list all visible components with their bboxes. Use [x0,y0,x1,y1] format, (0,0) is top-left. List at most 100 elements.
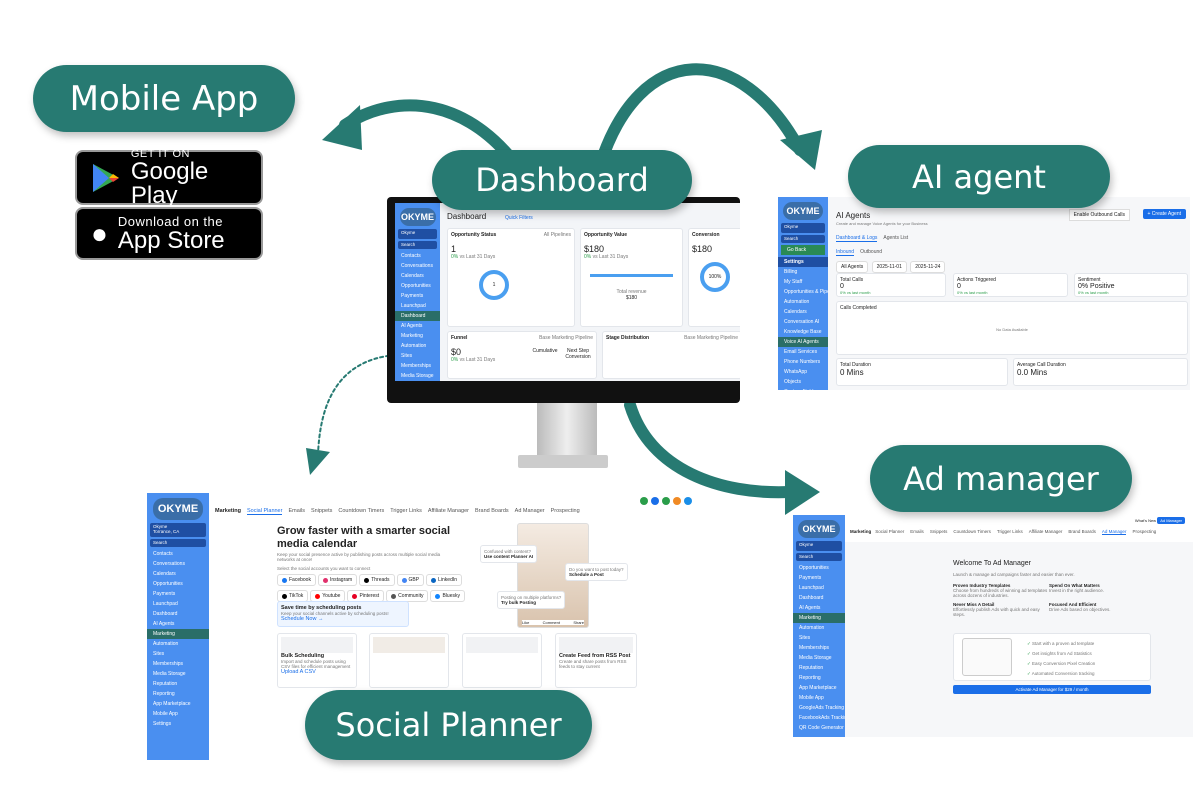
tab-affiliate-manager[interactable]: Affiliate Manager [427,508,470,514]
connect-threads[interactable]: Threads [359,574,395,586]
sidebar-item-reporting[interactable]: Reporting [799,675,821,681]
sidebar-item-mobile-app[interactable]: Mobile App [153,711,178,717]
sidebar-item-memberships[interactable]: Memberships [799,645,830,651]
sidebar-item-reputation[interactable]: Reputation [153,681,178,687]
search-input[interactable]: Search [398,241,437,249]
pipeline-filter[interactable]: All Pipelines [543,232,571,238]
sidebar-item-payments[interactable]: Payments [153,591,176,597]
help-icon[interactable] [684,497,692,505]
tab-dashboard-logs[interactable]: Dashboard & Logs [836,235,878,242]
tab-emails[interactable]: Emails [288,508,305,514]
activate-ad-manager-button[interactable]: Activate Ad Manager for $29 / month [953,685,1151,694]
sidebar-item-conversation-ai[interactable]: Conversation AI [784,319,820,325]
sidebar-item-opportunities[interactable]: Opportunities [401,283,431,289]
tab-outbound[interactable]: Outbound [860,249,883,255]
quick-filters[interactable]: Quick Filters [505,215,533,221]
sidebar-item-email-services[interactable]: Email Services [784,349,818,355]
tab-agents-list[interactable]: Agents List [883,235,909,241]
sidebar-item-dashboard[interactable]: Dashboard [153,611,178,617]
date-to[interactable]: 2025-11-24 [910,261,946,273]
sidebar-item-opportunities[interactable]: Opportunities [799,565,829,571]
sidebar-item-reporting[interactable]: Reporting [153,691,175,697]
sidebar-item-marketing[interactable]: Marketing [147,629,209,639]
account-switcher[interactable]: Okyme [398,229,437,239]
schedule-now-link[interactable]: Schedule Now → [281,616,324,622]
enable-outbound-button[interactable]: Enable Outbound Calls [1068,209,1130,221]
agent-filter[interactable]: All Agents [836,261,869,273]
tab-trigger-links[interactable]: Trigger Links [996,529,1023,534]
date-from[interactable]: 2025-11-01 [871,261,907,273]
tab-ad-manager[interactable]: Ad Manager [1101,529,1127,535]
sidebar-item-automation[interactable]: Automation [799,625,825,631]
tab-countdown-timers[interactable]: Countdown Timers [338,508,385,514]
sidebar-item-my-staff[interactable]: My Staff [784,279,803,285]
sidebar-item-automation[interactable]: Automation [784,299,810,305]
connect-instagram[interactable]: Instagram [317,574,358,586]
tab-social-planner[interactable]: Social Planner [246,508,283,515]
sidebar-item-objects[interactable]: Objects [784,379,801,385]
sidebar-item-whatsapp[interactable]: WhatsApp [784,369,808,375]
sidebar-item-opportunities[interactable]: Opportunities [153,581,183,587]
connect-bluesky[interactable]: Bluesky [430,590,465,602]
callout-bulk[interactable]: Posting on multiple platforms?Try bulk P… [497,591,566,609]
sidebar-item-dashboard[interactable]: Dashboard [799,595,824,601]
sidebar-item-googleads-tracking[interactable]: GoogleAds Tracking [799,705,845,711]
sidebar-item-marketing[interactable]: Marketing [401,333,423,339]
tab-affiliate-manager[interactable]: Affiliate Manager [1028,529,1063,534]
sidebar-item-payments[interactable]: Payments [799,575,822,581]
tab-social-planner[interactable]: Social Planner [875,529,905,534]
callout-schedule[interactable]: Do you want to post today?Schedule a Pos… [565,563,628,581]
sidebar-item-ai-agents[interactable]: AI Agents [401,323,423,329]
sidebar-item-settings[interactable]: Settings [153,721,172,727]
upload-csv-link[interactable]: Upload A CSV [281,669,316,675]
sidebar-item-launchpad[interactable]: Launchpad [401,303,426,309]
sidebar-item-ai-agents[interactable]: AI Agents [153,621,175,627]
connect-gbp[interactable]: GBP [396,574,425,586]
go-back-button[interactable]: Go Back [781,245,825,255]
sidebar-item-voice-ai-agents[interactable]: Voice AI Agents [778,337,828,347]
sidebar-item-calendars[interactable]: Calendars [153,571,176,577]
edit-icon[interactable] [651,497,659,505]
sidebar-item-payments[interactable]: Payments [401,293,424,299]
sidebar-item-facebookads-tracking[interactable]: FacebookAds Tracking [799,715,845,721]
sidebar-item-calendars[interactable]: Calendars [784,309,807,315]
tab-countdown-timers[interactable]: Countdown Timers [953,529,991,534]
sidebar-item-ai-agents[interactable]: AI Agents [799,605,821,611]
tab-brand-boards[interactable]: Brand Boards [475,508,509,514]
sidebar-item-qr-code-generator-settings[interactable]: QR Code Generator Settings [799,725,845,731]
sidebar-item-billing[interactable]: Billing [784,269,798,275]
sidebar-item-memberships[interactable]: Memberships [153,661,184,667]
sidebar-item-custom-fields[interactable]: Custom Fields [778,387,828,390]
tab-trigger-links[interactable]: Trigger Links [390,508,422,514]
ad-manager-button[interactable]: Ad Manager [1157,517,1185,524]
sidebar-item-automation[interactable]: Automation [153,641,179,647]
tab-snippets[interactable]: Snippets [929,529,948,534]
sidebar-item-media-storage[interactable]: Media Storage [799,655,832,661]
connect-linkedin[interactable]: LinkedIn [426,574,463,586]
create-agent-button[interactable]: + Create Agent [1142,209,1186,219]
tab-ad-manager[interactable]: Ad Manager [514,508,545,514]
sidebar-item-launchpad[interactable]: Launchpad [153,601,178,607]
tab-brand-boards[interactable]: Brand Boards [1068,529,1096,534]
sidebar-item-app-marketplace[interactable]: App Marketplace [799,685,837,691]
sidebar-item-conversations[interactable]: Conversations [401,263,433,269]
sidebar-item-contacts[interactable]: Contacts [401,253,421,259]
tab-inbound[interactable]: Inbound [836,249,855,256]
sidebar-item-media-storage[interactable]: Media Storage [153,671,186,677]
sidebar-item-phone-numbers[interactable]: Phone Numbers [784,359,821,365]
sidebar-item-launchpad[interactable]: Launchpad [799,585,824,591]
sidebar-item-conversations[interactable]: Conversations [153,561,185,567]
sidebar-item-mobile-app[interactable]: Mobile App [799,695,824,701]
sidebar-item-knowledge-base[interactable]: Knowledge Base [784,329,822,335]
bell-icon[interactable] [673,497,681,505]
tab-snippets[interactable]: Snippets [310,508,333,514]
tab-emails[interactable]: Emails [910,529,924,534]
sidebar-item-reputation[interactable]: Reputation [799,665,824,671]
connect-facebook[interactable]: Facebook [277,574,316,586]
sidebar-item-sites[interactable]: Sites [799,635,811,641]
whats-new-link[interactable]: What's New [1134,518,1157,523]
megaphone-icon[interactable] [662,497,670,505]
sidebar-item-automation[interactable]: Automation [401,343,427,349]
